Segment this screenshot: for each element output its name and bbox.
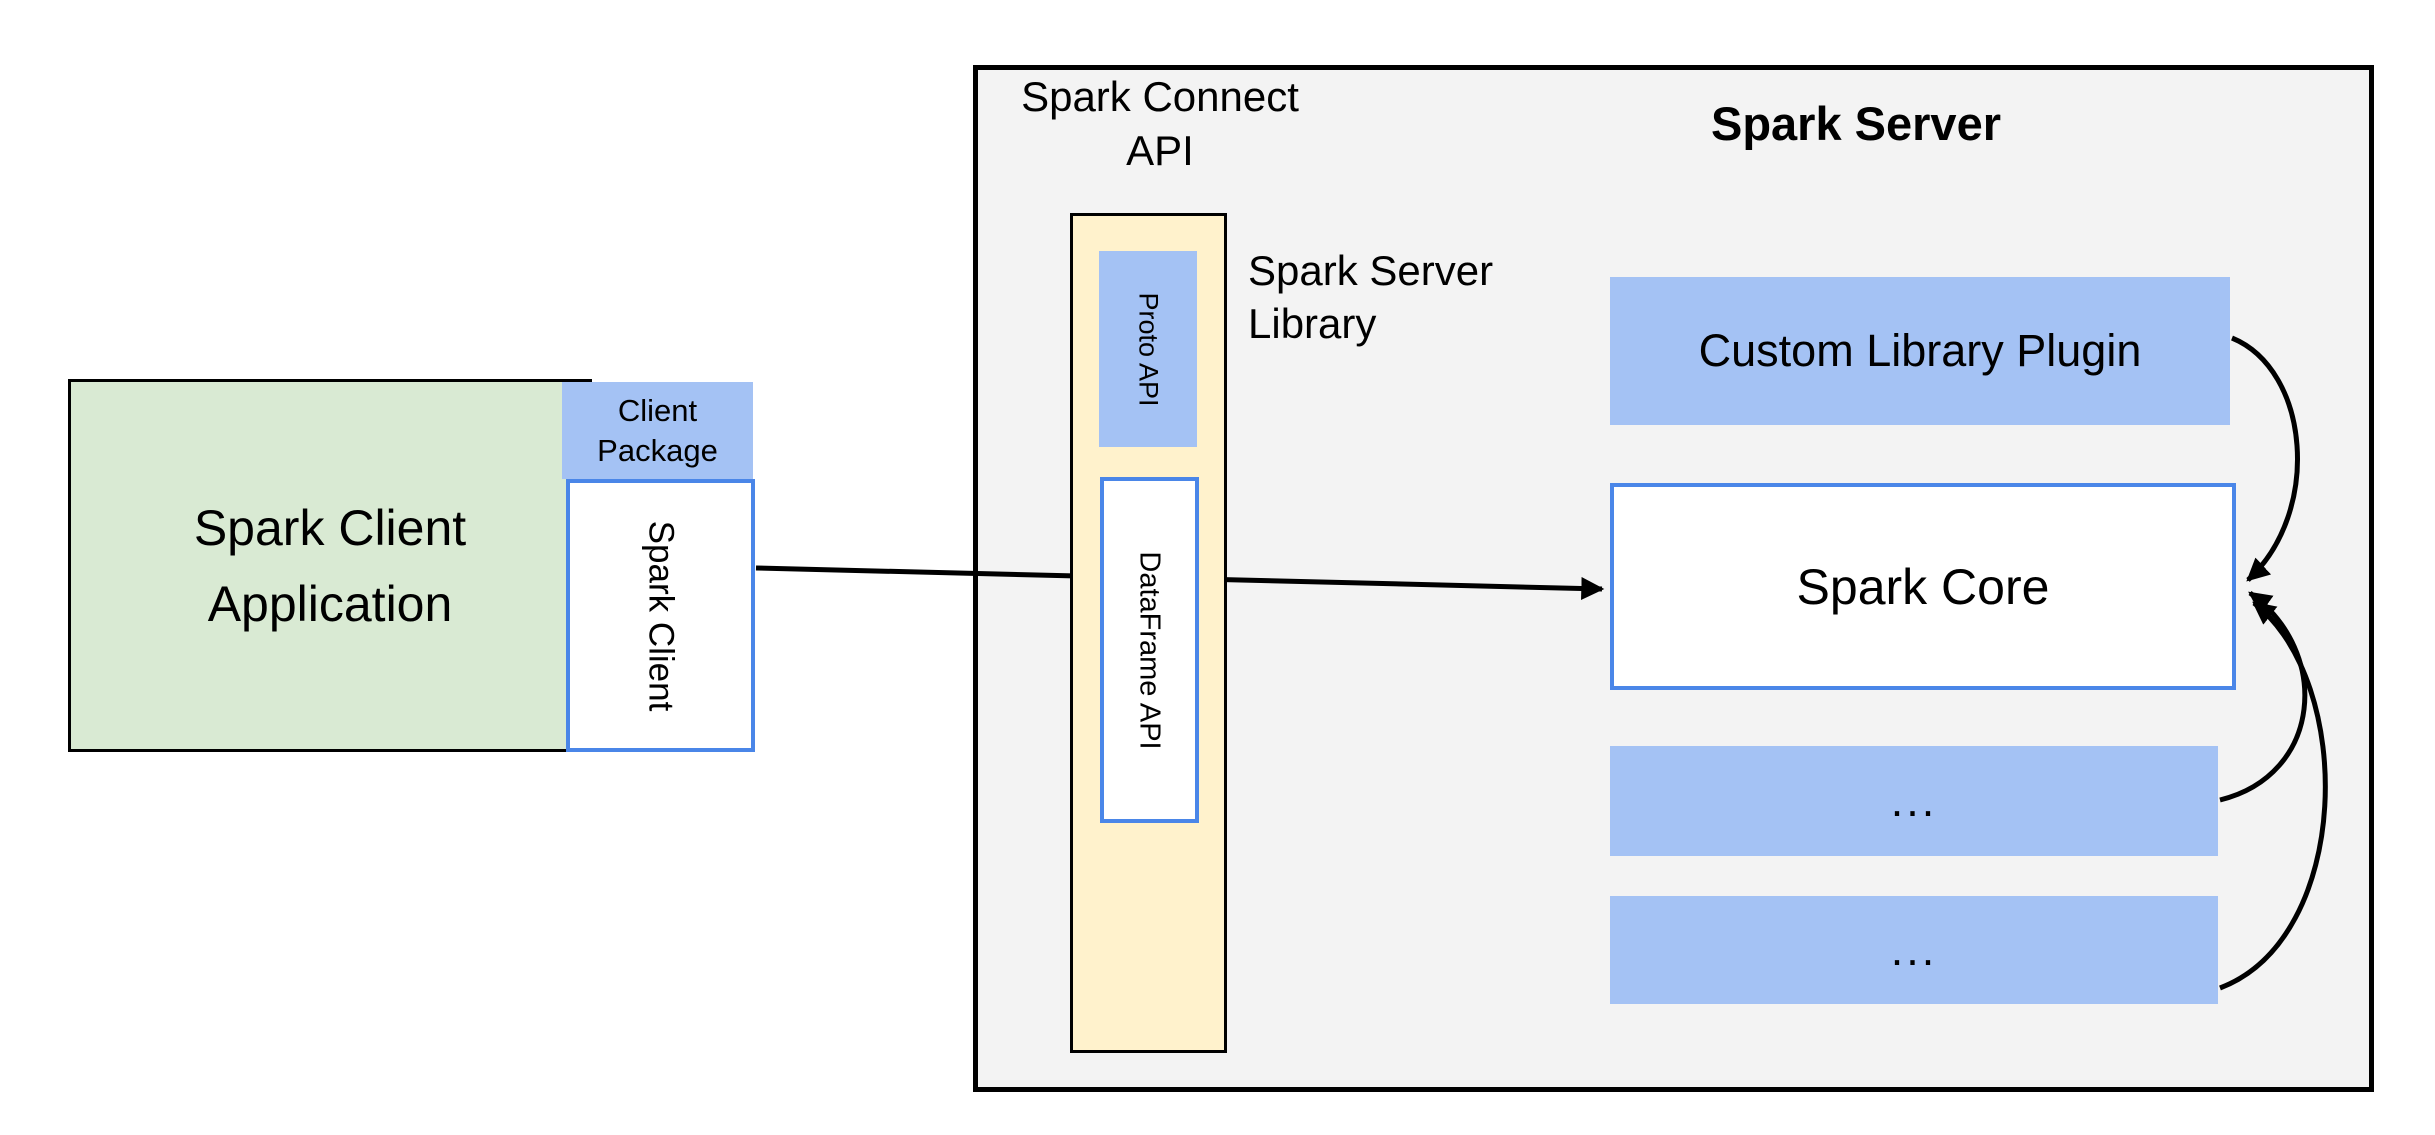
- proto-api-box: Proto API: [1099, 251, 1197, 447]
- custom-library-plugin-label: Custom Library Plugin: [1698, 325, 2142, 376]
- spark-connect-api-line2: API: [1126, 127, 1194, 174]
- client-package-box: Client Package: [562, 382, 753, 479]
- spark-server-library-label: Spark Server Library: [1248, 244, 1668, 350]
- spark-connect-api-line1: Spark Connect: [1021, 73, 1299, 120]
- ellipsis-2-label: ...: [1890, 924, 1938, 975]
- spark-core-box: Spark Core: [1610, 483, 2236, 690]
- ellipsis-1-label: ...: [1890, 775, 1938, 826]
- ellipsis-box-1: ...: [1610, 746, 2218, 856]
- spark-client-application-line1: Spark Client: [193, 499, 467, 556]
- spark-server-title: Spark Server: [1710, 97, 2002, 150]
- client-package-line1: Client: [617, 392, 698, 428]
- proto-api-label: Proto API: [1133, 291, 1164, 407]
- dataframe-api-box: DataFrame API: [1100, 477, 1199, 823]
- spark-client-box: Spark Client: [566, 479, 755, 752]
- spark-client-application-label: Spark Client Application: [68, 379, 592, 752]
- custom-library-plugin-box: Custom Library Plugin: [1610, 277, 2230, 425]
- ellipsis-box-2: ...: [1610, 896, 2218, 1004]
- client-package-line2: Package: [597, 432, 718, 468]
- spark-client-application-box: [68, 379, 592, 752]
- dataframe-api-label: DataFrame API: [1134, 550, 1166, 750]
- spark-client-application-line2: Application: [207, 575, 453, 632]
- spark-server-library-line2: Library: [1248, 300, 1377, 347]
- spark-client-label: Spark Client: [641, 520, 681, 711]
- spark-connect-api-label: Spark Connect API: [960, 70, 1360, 178]
- spark-core-label: Spark Core: [1796, 558, 2050, 615]
- spark-server-library-line1: Spark Server: [1248, 247, 1494, 294]
